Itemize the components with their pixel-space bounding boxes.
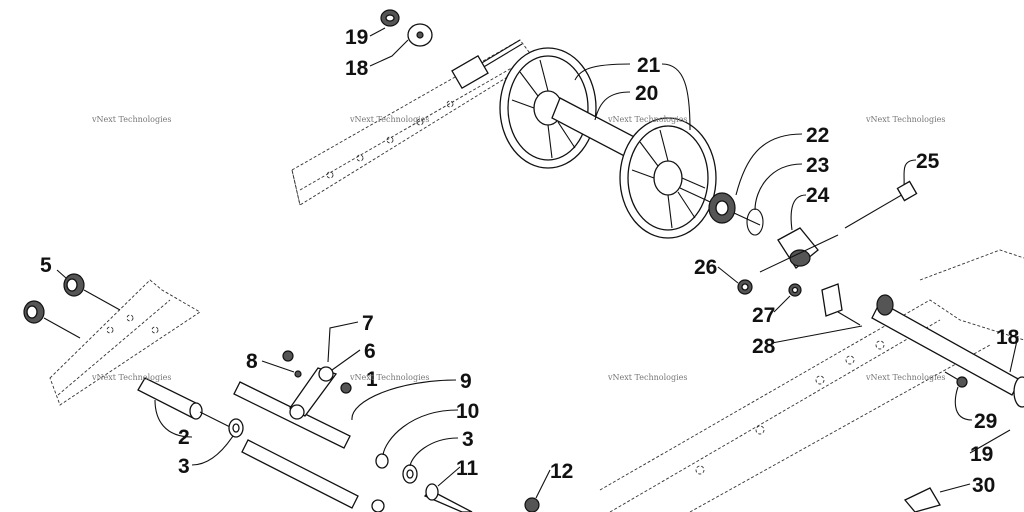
callout-1: 1 xyxy=(366,368,378,391)
part-28-block xyxy=(821,283,861,326)
part-29-bolt xyxy=(944,371,968,388)
callout-19-top: 19 xyxy=(345,26,368,49)
callout-29: 29 xyxy=(974,410,997,433)
part-21-wheel-front xyxy=(619,117,761,239)
watermark-7: vNext Technologies xyxy=(607,373,687,382)
callout-6: 6 xyxy=(364,340,376,363)
callout-21: 21 xyxy=(637,54,661,77)
part-1-nut xyxy=(340,382,352,394)
callout-26: 26 xyxy=(694,256,717,279)
part-5-cap-top xyxy=(63,273,85,297)
part-6-arm xyxy=(289,366,338,420)
callout-10: 10 xyxy=(456,400,479,423)
assembly-line-25 xyxy=(759,234,839,273)
part-30-bracket xyxy=(903,487,941,512)
part-3-washer-left xyxy=(228,418,244,438)
callout-22: 22 xyxy=(806,124,829,147)
watermark-5: vNext Technologies xyxy=(91,373,171,382)
long-shaft-lower xyxy=(241,439,359,509)
callout-9: 9 xyxy=(460,370,472,393)
assembly-line-5a xyxy=(83,289,121,311)
callout-23: 23 xyxy=(806,154,829,177)
callout-19-right: 19 xyxy=(970,443,993,466)
callout-25: 25 xyxy=(916,150,940,173)
callout-20: 20 xyxy=(635,82,658,105)
callout-7: 7 xyxy=(362,312,374,335)
tensioner-bolt xyxy=(451,39,523,90)
lower-left-rail-frame xyxy=(49,279,201,406)
leader-lines xyxy=(56,27,1019,499)
assembly-line-5b xyxy=(43,317,81,339)
watermark-1: vNext Technologies xyxy=(91,115,171,124)
part-2-spacer xyxy=(137,377,203,420)
part-25-bolt xyxy=(844,180,918,229)
part-7-cap xyxy=(282,350,294,362)
part-18-washer xyxy=(407,23,433,47)
part-11-spacer xyxy=(423,483,473,512)
callout-3-left: 3 xyxy=(178,455,190,478)
watermark-3: vNext Technologies xyxy=(607,115,687,124)
part-3-washer-right xyxy=(402,464,418,484)
callout-11: 11 xyxy=(456,457,479,480)
part-12-cap xyxy=(524,497,540,512)
callout-12: 12 xyxy=(550,460,573,483)
callout-18-top: 18 xyxy=(345,57,369,80)
callout-18-right: 18 xyxy=(996,326,1020,349)
callout-3-right: 3 xyxy=(462,428,474,451)
callout-8: 8 xyxy=(246,350,258,373)
watermark-4: vNext Technologies xyxy=(865,115,945,124)
watermarks: vNext Technologies vNext Technologies vN… xyxy=(91,115,945,382)
part-10-ring xyxy=(375,453,389,469)
lower-right-rail-frame xyxy=(599,249,1024,512)
callout-28: 28 xyxy=(752,335,776,358)
part-19-cap xyxy=(380,9,400,27)
part-8-fitting xyxy=(294,370,302,378)
ring-bottom xyxy=(371,499,385,512)
watermark-2: vNext Technologies xyxy=(349,115,429,124)
watermark-6: vNext Technologies xyxy=(349,373,429,382)
part-26-nut xyxy=(737,279,753,295)
part-27-nut xyxy=(788,283,802,297)
part-24-hub xyxy=(777,227,819,269)
right-shaft xyxy=(871,294,1024,408)
part-22-bearing xyxy=(708,192,736,224)
assembly-line-2 xyxy=(199,411,233,429)
part-23-retaining-ring xyxy=(746,208,764,236)
callout-2: 2 xyxy=(178,426,190,449)
callout-30: 30 xyxy=(972,474,995,497)
watermark-8: vNext Technologies xyxy=(865,373,945,382)
callout-27: 27 xyxy=(752,304,775,327)
callout-labels: 19 18 21 20 22 23 24 25 5 26 27 28 18 7 … xyxy=(40,26,1020,497)
callout-5: 5 xyxy=(40,254,52,277)
part-5-cap-bottom xyxy=(23,300,45,324)
callout-24: 24 xyxy=(806,184,830,207)
part-21-wheel-rear xyxy=(499,47,597,169)
